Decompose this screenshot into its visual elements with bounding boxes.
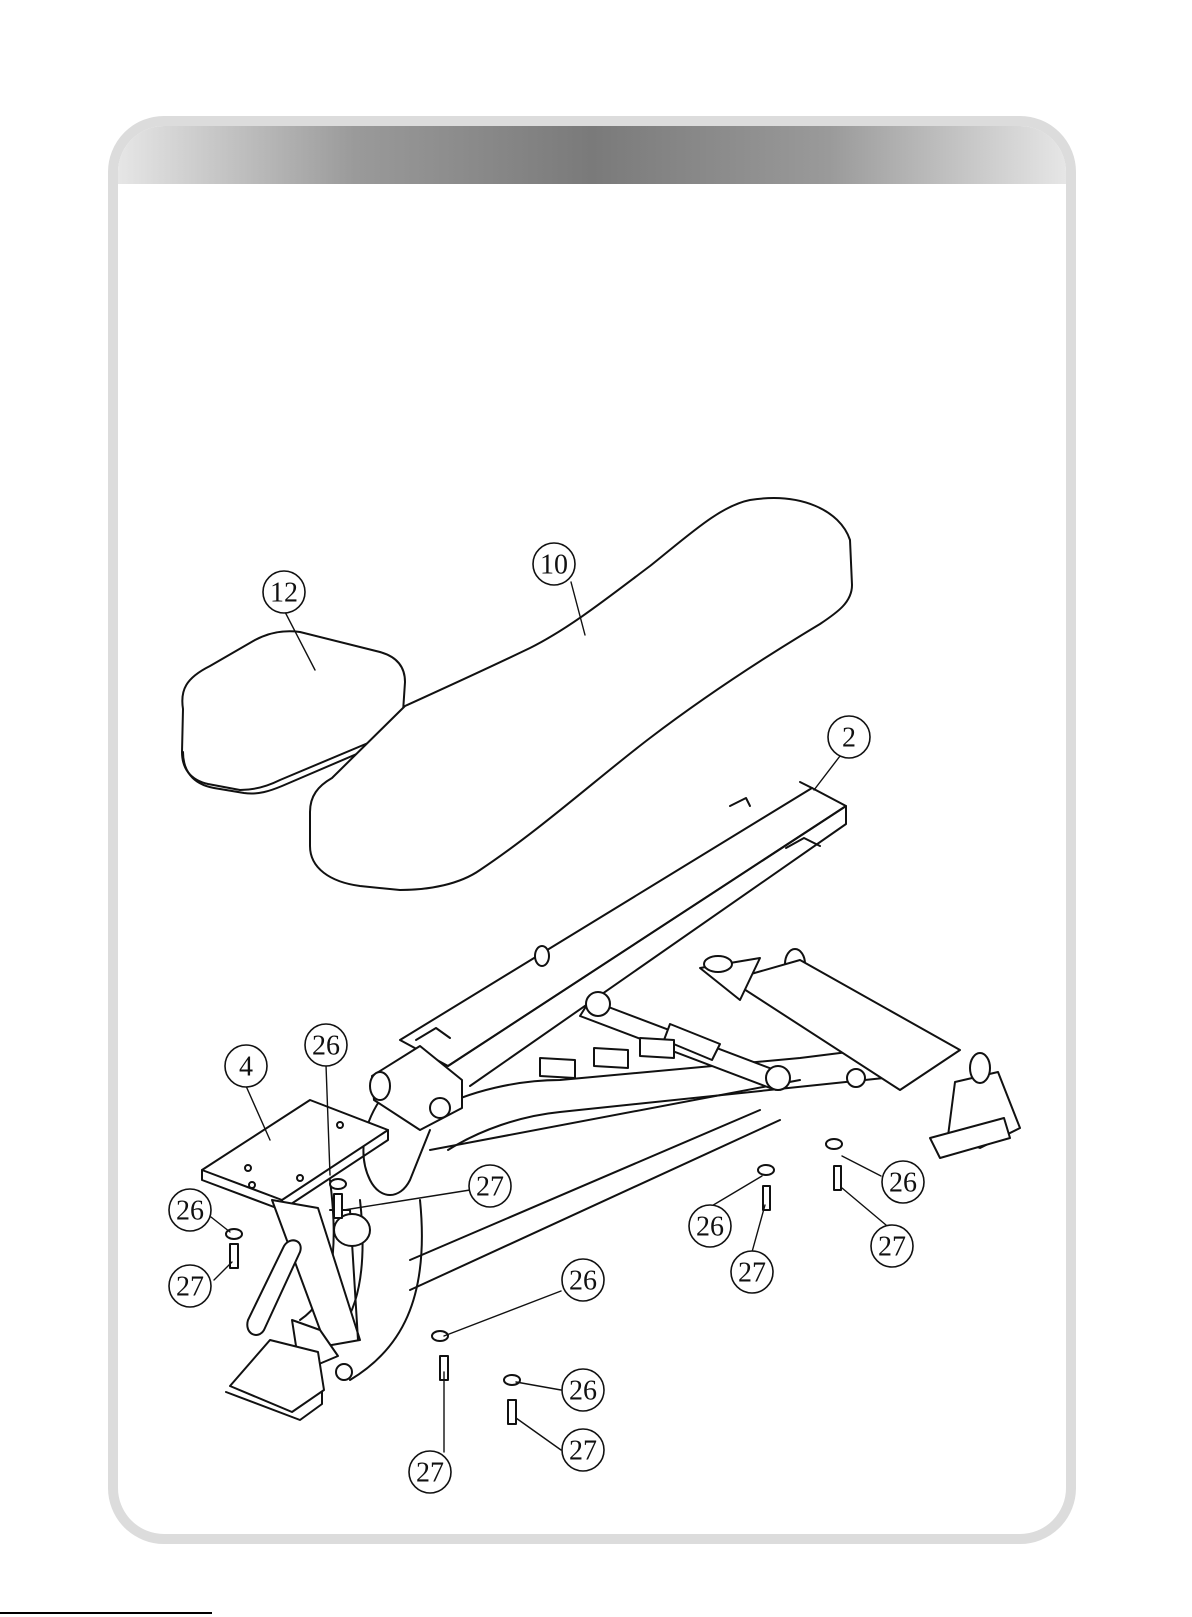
callout-26-c-label: 26 — [889, 1168, 917, 1199]
callout-4: 4 — [225, 1045, 267, 1087]
callout-27-b-label: 27 — [476, 1172, 504, 1203]
callout-27-e: 27 — [409, 1451, 451, 1493]
callout-27-d: 27 — [731, 1251, 773, 1293]
callout-26-e-label: 26 — [569, 1266, 597, 1297]
callout-26-a-label: 26 — [312, 1031, 340, 1062]
callout-2-label: 2 — [842, 723, 856, 754]
callout-12-label: 12 — [270, 578, 298, 609]
callout-12: 12 — [263, 571, 305, 613]
callout-26-b: 26 — [169, 1189, 211, 1231]
callout-27-d-label: 27 — [738, 1258, 766, 1289]
callout-27-f-label: 27 — [569, 1436, 597, 1467]
callout-27-f: 27 — [562, 1429, 604, 1471]
callout-26-d: 26 — [689, 1205, 731, 1247]
callout-27-a: 27 — [169, 1265, 211, 1307]
callout-26-e: 26 — [562, 1259, 604, 1301]
callout-26-b-label: 26 — [176, 1196, 204, 1227]
callout-10-label: 10 — [540, 550, 568, 581]
callout-27-a-label: 27 — [176, 1272, 204, 1303]
footer-rule — [0, 1612, 212, 1614]
seat-plate-4 — [202, 1100, 388, 1210]
callout-26-c: 26 — [882, 1161, 924, 1203]
rear-foot — [730, 949, 1020, 1158]
callout-4-label: 4 — [239, 1052, 253, 1083]
callout-27-c-label: 27 — [878, 1232, 906, 1263]
callout-26-d-label: 26 — [696, 1212, 724, 1243]
callout-26-f: 26 — [562, 1369, 604, 1411]
callout-2: 2 — [828, 716, 870, 758]
callout-26-f-label: 26 — [569, 1376, 597, 1407]
callout-27-e-label: 27 — [416, 1458, 444, 1489]
callout-10: 10 — [533, 543, 575, 585]
callout-26-a: 26 — [305, 1024, 347, 1066]
callout-27-c: 27 — [871, 1225, 913, 1267]
front-leg — [226, 1200, 370, 1420]
callout-27-b: 27 — [469, 1165, 511, 1207]
